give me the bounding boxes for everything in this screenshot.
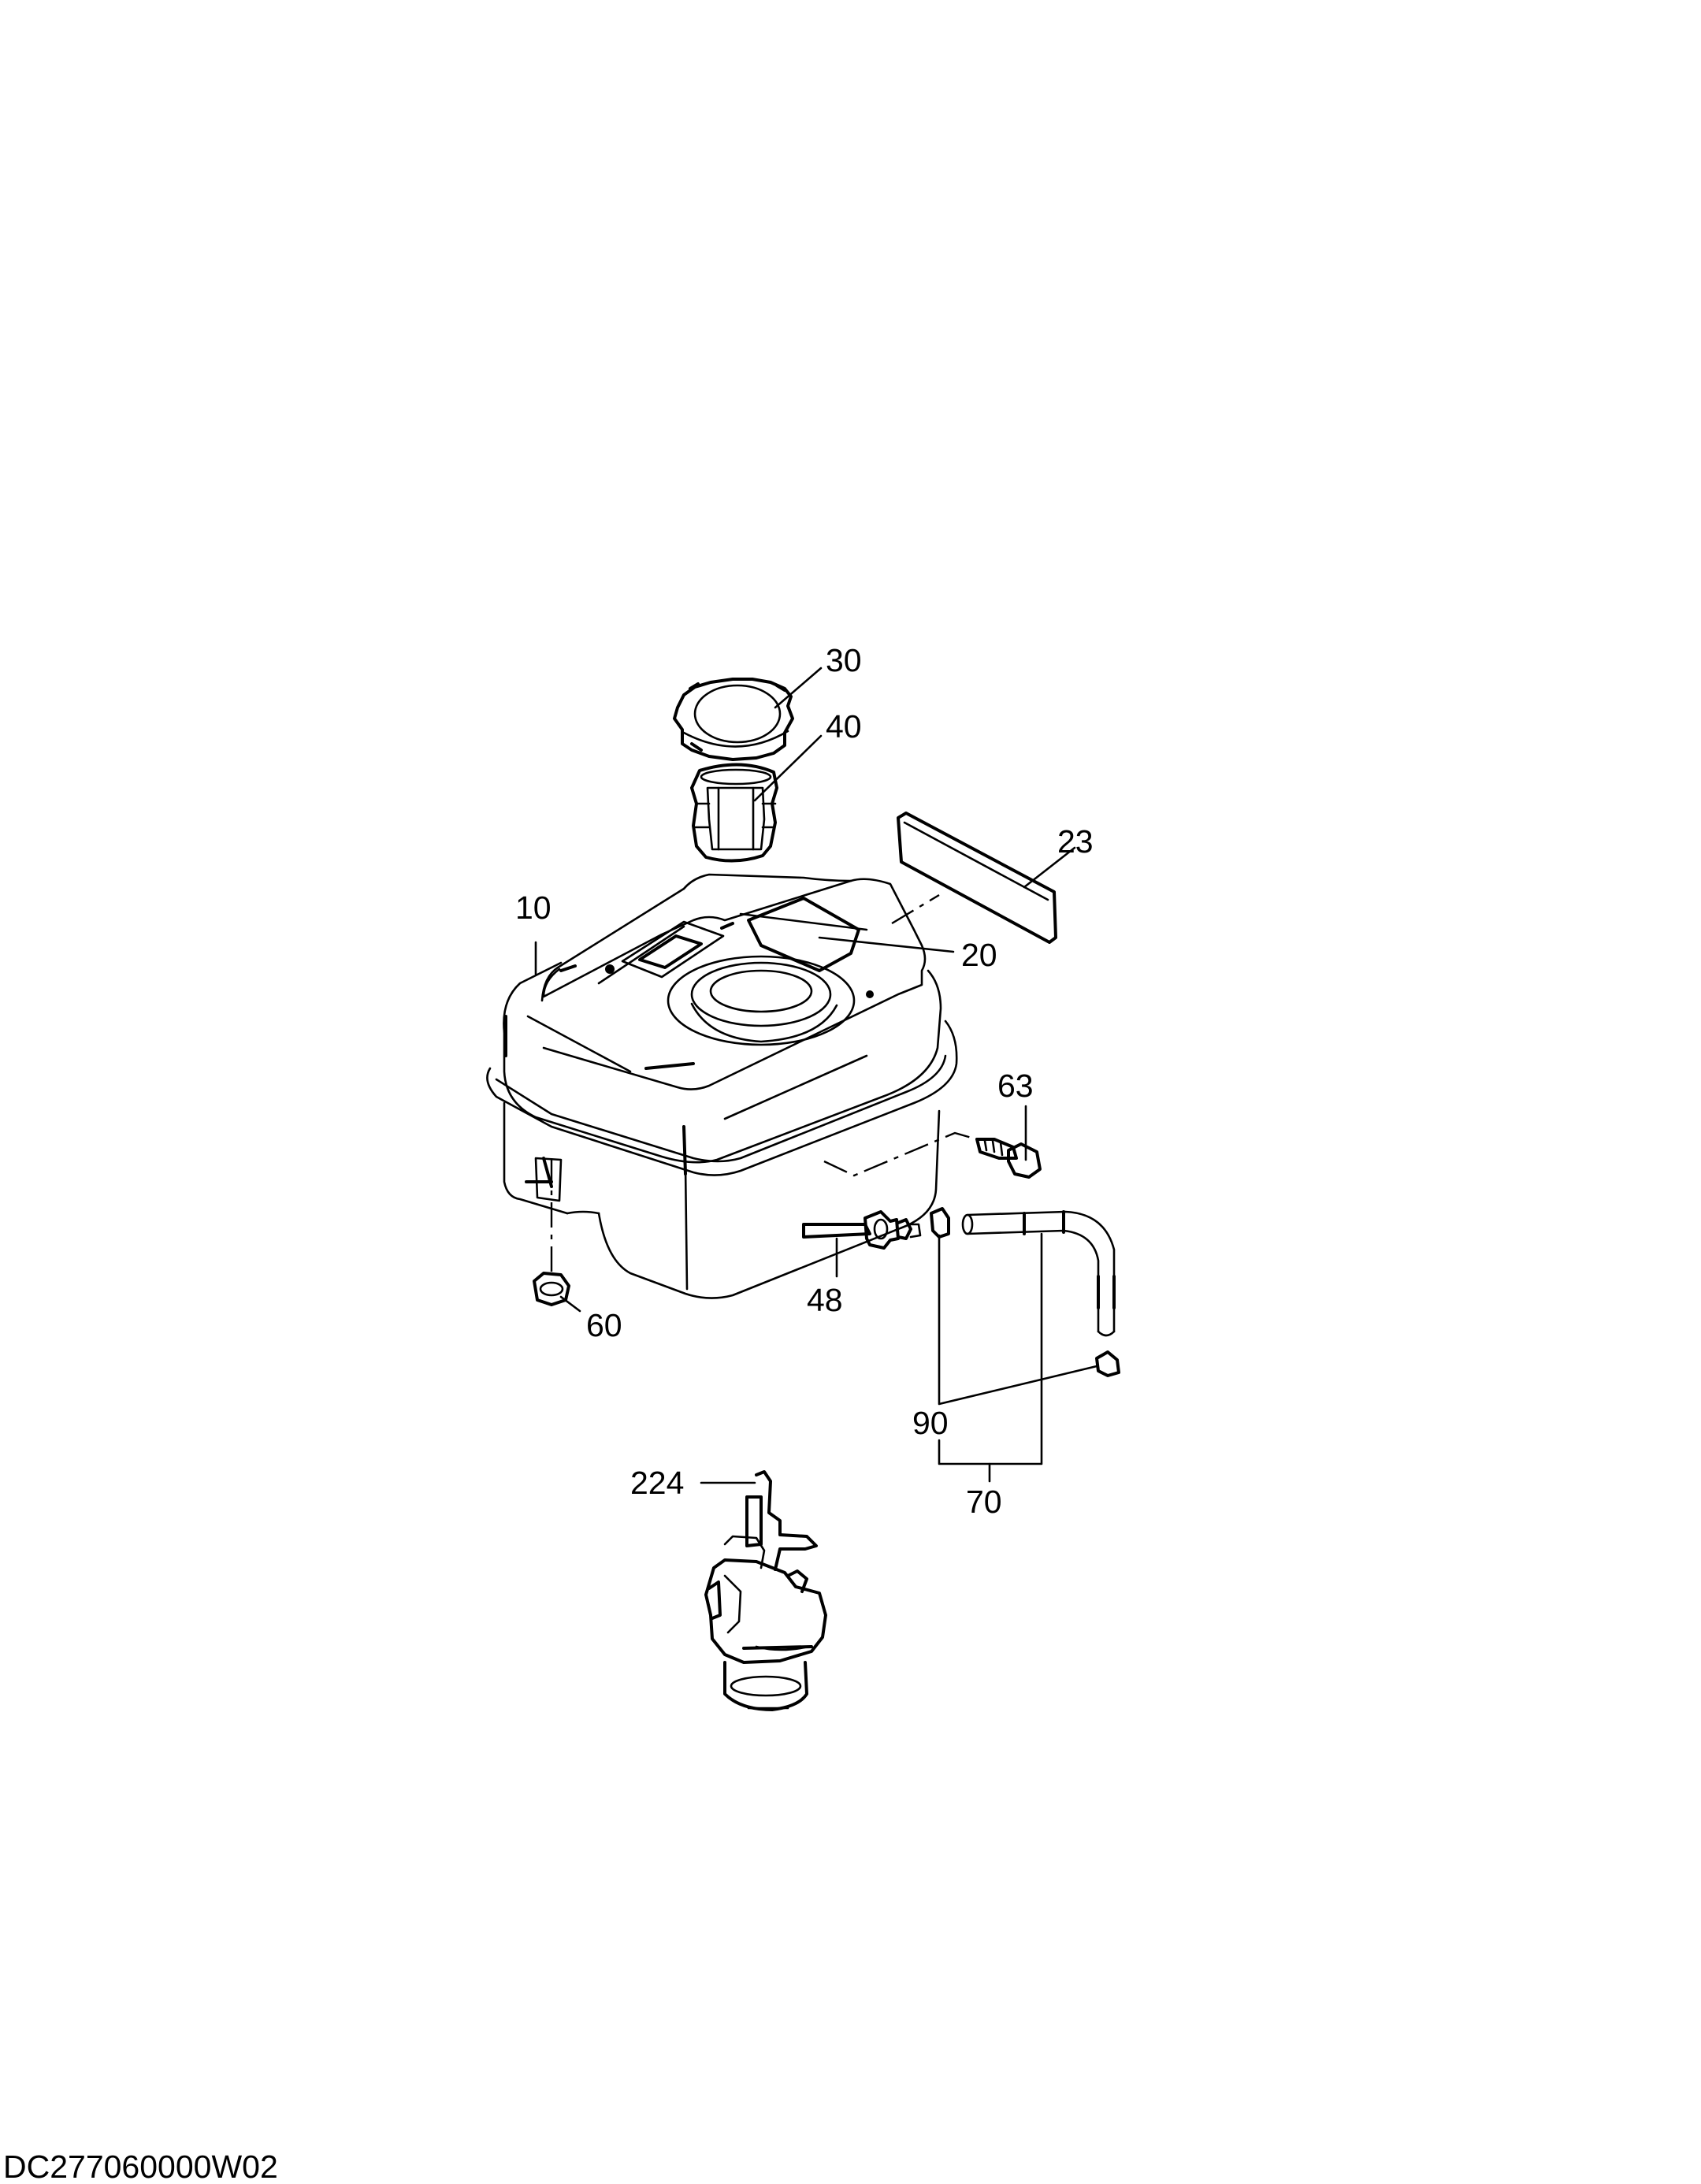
leader-lines bbox=[534, 667, 1098, 1484]
label-plate-part-23[interactable] bbox=[897, 812, 1057, 944]
callout-60: 60 bbox=[586, 1307, 622, 1343]
carburetor-part-224[interactable] bbox=[704, 1470, 827, 1711]
callout-224: 224 bbox=[630, 1465, 684, 1501]
callout-20: 20 bbox=[961, 937, 997, 973]
callout-40: 40 bbox=[826, 708, 862, 745]
callout-48: 48 bbox=[807, 1282, 843, 1318]
fuel-hose-part-70[interactable] bbox=[961, 1210, 1116, 1337]
bolt-part-63[interactable] bbox=[975, 1138, 1042, 1179]
callout-63: 63 bbox=[997, 1068, 1034, 1104]
damper-part-60[interactable] bbox=[533, 1272, 570, 1306]
callout-23: 23 bbox=[1057, 823, 1094, 860]
hose-clip-part-90[interactable] bbox=[930, 1207, 1120, 1377]
fuel-cap-part-30[interactable] bbox=[673, 678, 794, 761]
callout-70: 70 bbox=[966, 1484, 1002, 1520]
fuel-cock-part-48[interactable] bbox=[802, 1210, 922, 1250]
fuel-tank-part-10[interactable] bbox=[486, 873, 958, 1299]
callout-10: 10 bbox=[515, 890, 552, 926]
fuel-strainer-part-40[interactable] bbox=[690, 763, 778, 863]
callout-labels: 30 40 23 10 20 63 48 60 90 70 224 bbox=[515, 642, 1094, 1520]
assembly-lines bbox=[550, 893, 978, 1273]
callout-30: 30 bbox=[826, 642, 862, 678]
callout-90: 90 bbox=[912, 1405, 949, 1441]
drawing-code: DC277060000W02 bbox=[3, 2149, 278, 2184]
